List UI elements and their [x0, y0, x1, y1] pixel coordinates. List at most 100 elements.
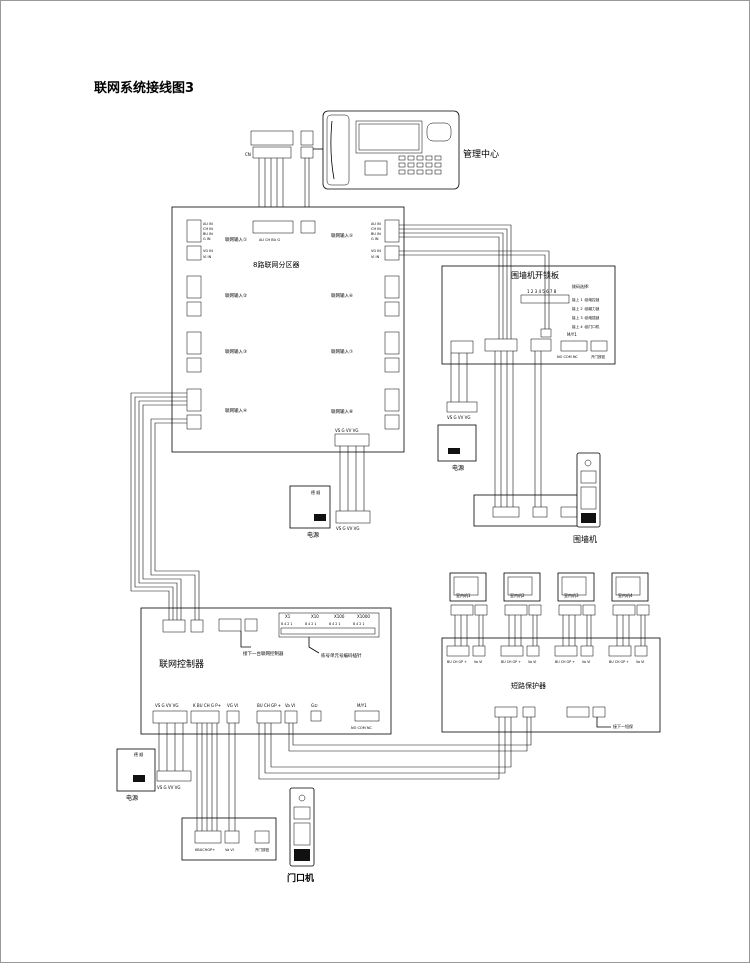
- svg-text:BU IN: BU IN: [203, 232, 213, 236]
- svg-text:NO COM NC: NO COM NC: [351, 726, 372, 730]
- zone-power-supply: 德 顺 VS G VV VG 电源: [289, 446, 371, 539]
- zone-input-1: 联网输入①: [225, 236, 247, 243]
- management-terminal-label: CN: [245, 152, 251, 157]
- svg-text:德 顺: 德 顺: [134, 751, 143, 757]
- svg-text:G IN: G IN: [203, 237, 211, 241]
- svg-text:8 4 2 1: 8 4 2 1: [329, 622, 341, 626]
- management-center: 管理中心 CN: [245, 110, 499, 190]
- zone-top-terminal: [252, 220, 294, 234]
- svg-text:X10: X10: [311, 614, 319, 619]
- svg-text:BU CH GP +: BU CH GP +: [257, 703, 281, 708]
- door-unit-device: 门口机: [287, 787, 315, 884]
- svg-text:M/Y1: M/Y1: [567, 332, 577, 337]
- power-unit-1: [289, 485, 331, 529]
- svg-text:Va VI: Va VI: [636, 660, 644, 664]
- wall-board: 围墙机开锁板 1 2 3 4 5 6 7 8 拨码选择: 接上 1 :锁电控锁 …: [441, 265, 616, 365]
- svg-text:BU CH GP +: BU CH GP +: [555, 660, 575, 664]
- controller-code-label: 栋号单元号编码插针: [321, 652, 362, 659]
- indoor-unit-4-label: 室内机4: [618, 592, 633, 598]
- protector-title: 短路保护器: [511, 681, 546, 690]
- svg-text:德 顺: 德 顺: [311, 489, 320, 495]
- zone-input-3: 联网输入③: [225, 348, 247, 355]
- svg-text:开门按钮: 开门按钮: [255, 847, 269, 852]
- power-label-2: 电源: [452, 464, 464, 472]
- zone-input-2: 联网输入②: [225, 292, 247, 299]
- svg-text:VI IN: VI IN: [203, 255, 212, 259]
- power-label-1: 电源: [307, 531, 319, 539]
- zone-to-controller-wires: [130, 392, 200, 620]
- management-terminal-video: [300, 130, 314, 146]
- protector-next-label: 接下一短保: [613, 723, 633, 729]
- zone-input-7: 联网输入⑦: [331, 348, 353, 355]
- network-controller: 联网控制器 接下一台联网控制器 X1 X10 X100 X1000 8 4 2 …: [140, 607, 392, 735]
- svg-text:KBUCHGP+: KBUCHGP+: [195, 848, 215, 852]
- svg-text:M/Y1: M/Y1: [357, 703, 367, 708]
- svg-text:G①: G①: [311, 703, 318, 708]
- zone-input-6: 联网输入⑥: [331, 292, 353, 299]
- svg-text:G IN: G IN: [371, 237, 379, 241]
- svg-text:VG IN: VG IN: [371, 249, 381, 253]
- zone-to-wall-wires: [399, 224, 550, 339]
- indoor-unit-3-label: 室内机3: [564, 592, 579, 598]
- wall-power-supply: VS G VV VG 电源: [437, 353, 478, 472]
- controller-to-protector-wires: [258, 717, 532, 780]
- svg-text:接上 2 :锁磁力锁: 接上 2 :锁磁力锁: [572, 306, 600, 311]
- svg-text:接上 4 :锁门口机: 接上 4 :锁门口机: [572, 324, 600, 329]
- svg-text:VG IN: VG IN: [203, 249, 213, 253]
- zone-input-8: 联网输入⑧: [331, 408, 353, 415]
- svg-text:X1: X1: [285, 614, 291, 619]
- svg-text:AU IN: AU IN: [203, 222, 213, 226]
- svg-text:Va VI: Va VI: [474, 660, 482, 664]
- zone-right-ports: [384, 219, 400, 430]
- svg-text:Va VI: Va VI: [285, 703, 295, 708]
- svg-text:BU CH GP +: BU CH GP +: [501, 660, 521, 664]
- svg-text:AU IN: AU IN: [371, 222, 381, 226]
- controller-power-supply: 德 顺 VS G VV VG 电源: [116, 723, 192, 802]
- svg-text:VS G VV VG: VS G VV VG: [447, 415, 471, 420]
- management-label: 管理中心: [463, 148, 499, 160]
- zone-box: 8路联网分区器 AU CH BU G 联网输入① 联网输入② 联网输入③ 联网输…: [171, 206, 405, 453]
- zone-power-terminal: [334, 433, 370, 447]
- diagram-title: 联网系统接线图3: [94, 80, 194, 96]
- svg-text:CH IN: CH IN: [203, 227, 213, 231]
- svg-text:BU CH GP +: BU CH GP +: [447, 660, 467, 664]
- zone-left-ports: [186, 219, 202, 430]
- svg-text:NO COM NC: NO COM NC: [557, 355, 578, 359]
- wall-board-title: 围墙机开锁板: [511, 270, 559, 280]
- svg-text:VI IN: VI IN: [371, 255, 380, 259]
- svg-text:BU IN: BU IN: [371, 232, 381, 236]
- svg-text:X1000: X1000: [357, 614, 370, 619]
- svg-text:CH IN: CH IN: [371, 227, 381, 231]
- svg-text:拨码选择:: 拨码选择:: [572, 283, 589, 289]
- svg-text:8 4 2 1: 8 4 2 1: [305, 622, 317, 626]
- zone-input-4: 联网输入④: [225, 407, 247, 414]
- zone-box-title: 8路联网分区器: [253, 260, 299, 269]
- power-label-3: 电源: [126, 794, 138, 802]
- zone-box-frame: [171, 206, 405, 453]
- svg-text:接上 1 :锁电控锁: 接上 1 :锁电控锁: [572, 297, 600, 302]
- svg-text:K BU CH G P+: K BU CH G P+: [193, 703, 221, 708]
- wall-board-digits: 1 2 3 4 5 6 7 8: [527, 289, 557, 294]
- svg-text:BU CH GP +: BU CH GP +: [609, 660, 629, 664]
- controller-title: 联网控制器: [159, 658, 204, 670]
- svg-text:Va VI: Va VI: [225, 848, 234, 852]
- zone-input-5: 联网输入⑤: [331, 232, 353, 239]
- svg-text:VS G VV VG: VS G VV VG: [157, 785, 181, 790]
- management-keypad: [398, 155, 442, 175]
- wall-unit-label: 围墙机: [573, 534, 597, 544]
- indoor-units: 室内机1 室内机2 室内机3 室内机4: [449, 572, 650, 616]
- indoor-unit-2-label: 室内机2: [510, 592, 525, 598]
- svg-text:8 4 2 1: 8 4 2 1: [353, 622, 365, 626]
- svg-text:Va VI: Va VI: [528, 660, 536, 664]
- svg-text:开门按钮: 开门按钮: [591, 354, 605, 359]
- controller-dip-panel: X1 X10 X100 X1000 8 4 2 1 8 4 2 1 8 4 2 …: [278, 612, 380, 638]
- door-terminal-board: KBUCHGP+ Va VI 开门按钮: [181, 723, 277, 861]
- svg-text:X100: X100: [334, 614, 345, 619]
- svg-text:8 4 2 1: 8 4 2 1: [281, 622, 293, 626]
- controller-next-label: 接下一台联网控制器: [243, 650, 284, 657]
- wall-unit-device: 围墙机: [573, 452, 601, 544]
- svg-text:VS G VV VG: VS G VV VG: [155, 703, 179, 708]
- indoor-unit-1-label: 室内机1: [456, 592, 471, 598]
